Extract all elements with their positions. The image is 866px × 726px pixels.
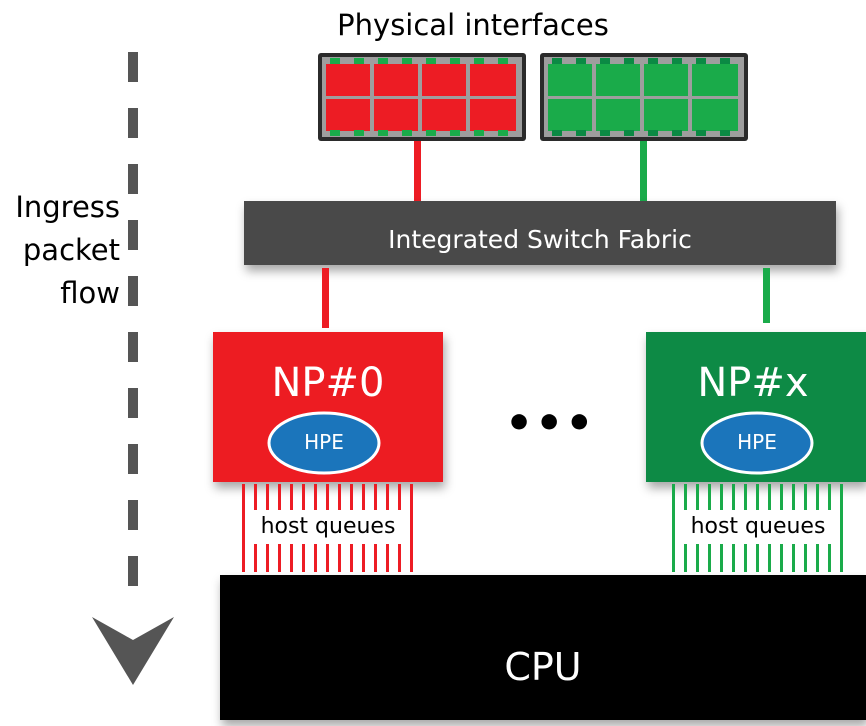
physical-interfaces-title: Physical interfaces bbox=[337, 8, 609, 42]
cpu-label: CPU bbox=[504, 645, 582, 689]
np0-label: NP#0 bbox=[271, 360, 385, 406]
host-queue-line bbox=[242, 484, 245, 572]
red-port-link bbox=[414, 141, 421, 201]
ingress-label-line-3: flow bbox=[60, 276, 120, 310]
npx-host-queues-label: host queues bbox=[682, 510, 834, 544]
npx-fabric-link bbox=[763, 268, 770, 323]
npx-hpe-ellipse bbox=[700, 411, 814, 475]
host-queue-line bbox=[840, 484, 843, 572]
switch-fabric bbox=[244, 201, 836, 265]
np0-hpe-label: HPE bbox=[304, 430, 344, 454]
np0-hpe-ellipse bbox=[267, 411, 381, 475]
green-port-link bbox=[640, 141, 647, 201]
host-queue-line bbox=[410, 484, 413, 572]
red-port-block bbox=[318, 53, 526, 141]
np0-host-queues-label: host queues bbox=[252, 510, 404, 544]
npx-hpe-label: HPE bbox=[737, 430, 777, 454]
ingress-flow-arrow bbox=[92, 52, 174, 685]
fabric-label: Integrated Switch Fabric bbox=[388, 225, 692, 254]
np0-fabric-link bbox=[322, 268, 329, 328]
cpu-box bbox=[220, 575, 866, 720]
npx-label: NP#x bbox=[697, 360, 809, 406]
ingress-flow-label: Ingress packet flow bbox=[15, 186, 120, 315]
host-queue-line bbox=[672, 484, 675, 572]
ingress-label-line-2: packet bbox=[22, 233, 120, 267]
ellipsis: ••• bbox=[505, 398, 596, 449]
green-port-block bbox=[540, 53, 748, 141]
ingress-label-line-1: Ingress bbox=[15, 190, 120, 224]
